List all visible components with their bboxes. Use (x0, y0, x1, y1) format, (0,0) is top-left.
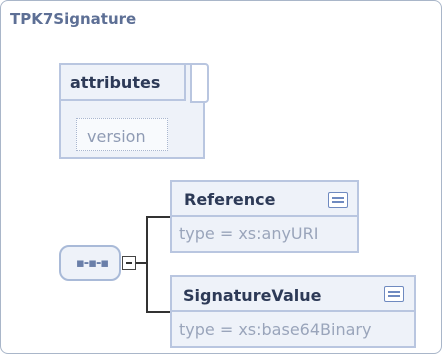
attributes-tab[interactable] (190, 63, 209, 103)
documentation-icon[interactable] (328, 192, 348, 208)
sequence-compositor[interactable] (59, 245, 121, 281)
element-divider (170, 310, 416, 312)
attribute-version[interactable] (76, 118, 168, 151)
element-reference-name: Reference (184, 190, 276, 209)
attributes-label: attributes (70, 73, 161, 92)
element-signaturevalue-name: SignatureValue (183, 286, 322, 305)
element-signaturevalue-type: type = xs:base64Binary (179, 320, 372, 339)
minus-icon (126, 262, 132, 264)
documentation-icon[interactable] (384, 286, 404, 302)
element-reference-type: type = xs:anyURI (179, 224, 319, 243)
connector-line (146, 216, 148, 312)
connector-line (136, 262, 146, 264)
connector-line (146, 216, 170, 218)
attributes-header[interactable] (59, 63, 186, 101)
root-element-title: TPK7Signature (10, 10, 137, 28)
attribute-version-label: version (87, 127, 146, 146)
connector-line (146, 311, 170, 313)
element-divider (170, 215, 359, 217)
sequence-dots-icon: ▪-▪-▪ (76, 256, 109, 271)
